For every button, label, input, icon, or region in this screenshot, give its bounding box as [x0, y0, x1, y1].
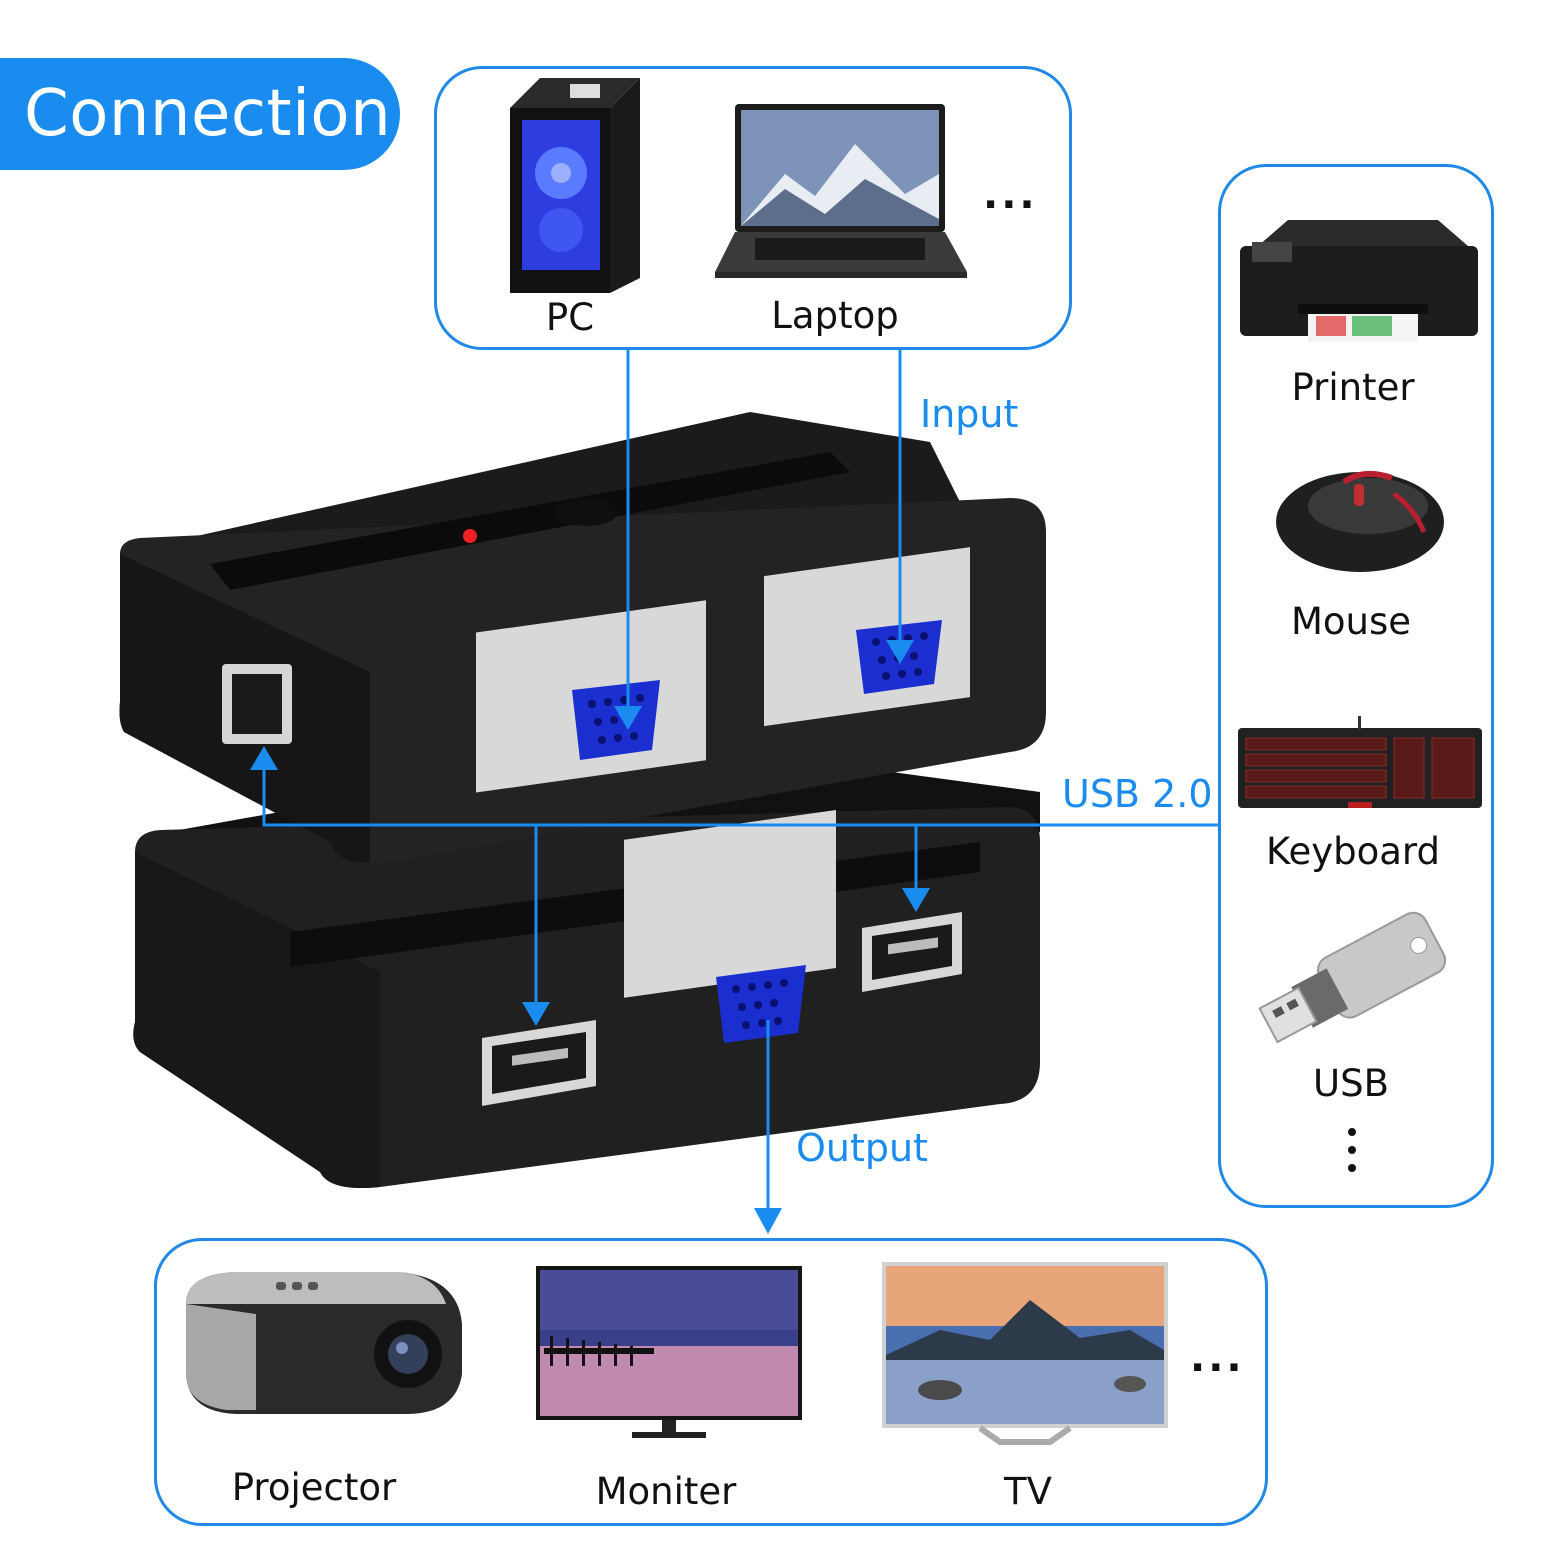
tv-icon — [882, 1262, 1168, 1445]
projector-label: Projector — [231, 1466, 397, 1509]
output-label: Output — [796, 1126, 928, 1170]
peripherals-more-indicator — [1336, 1128, 1368, 1172]
kvm-switch-device — [119, 412, 1046, 1188]
projector-icon — [186, 1272, 462, 1414]
input-label: Input — [920, 392, 1019, 436]
printer-label: Printer — [1291, 366, 1415, 409]
mouse-icon — [1276, 470, 1444, 572]
pc-tower-icon — [510, 78, 640, 293]
mouse-label: Mouse — [1290, 600, 1412, 643]
output-devices-box — [154, 1238, 1268, 1526]
usb-port-left — [482, 1020, 596, 1106]
usb-2-label: USB 2.0 — [1062, 772, 1213, 816]
vga-port-1 — [572, 680, 660, 760]
monitor-icon — [536, 1266, 802, 1438]
monitor-label: Moniter — [595, 1470, 737, 1513]
pc-label: PC — [545, 296, 595, 339]
usb-port-right — [862, 912, 962, 992]
laptop-icon — [715, 104, 967, 278]
keyboard-label: Keyboard — [1266, 830, 1440, 873]
output-more-indicator: ... — [1190, 1335, 1245, 1381]
printer-icon — [1240, 220, 1478, 342]
usb-drive-icon — [1258, 911, 1447, 1044]
laptop-label: Laptop — [771, 294, 899, 337]
vga-out-port — [716, 965, 806, 1043]
peripherals-box — [1218, 164, 1494, 1208]
input-devices-box — [434, 66, 1072, 350]
keyboard-icon — [1238, 716, 1482, 808]
usb-label: USB — [1313, 1062, 1389, 1105]
tv-label: TV — [1004, 1470, 1052, 1513]
connection-title: Connection — [0, 58, 400, 170]
input-more-indicator: ... — [983, 172, 1038, 218]
